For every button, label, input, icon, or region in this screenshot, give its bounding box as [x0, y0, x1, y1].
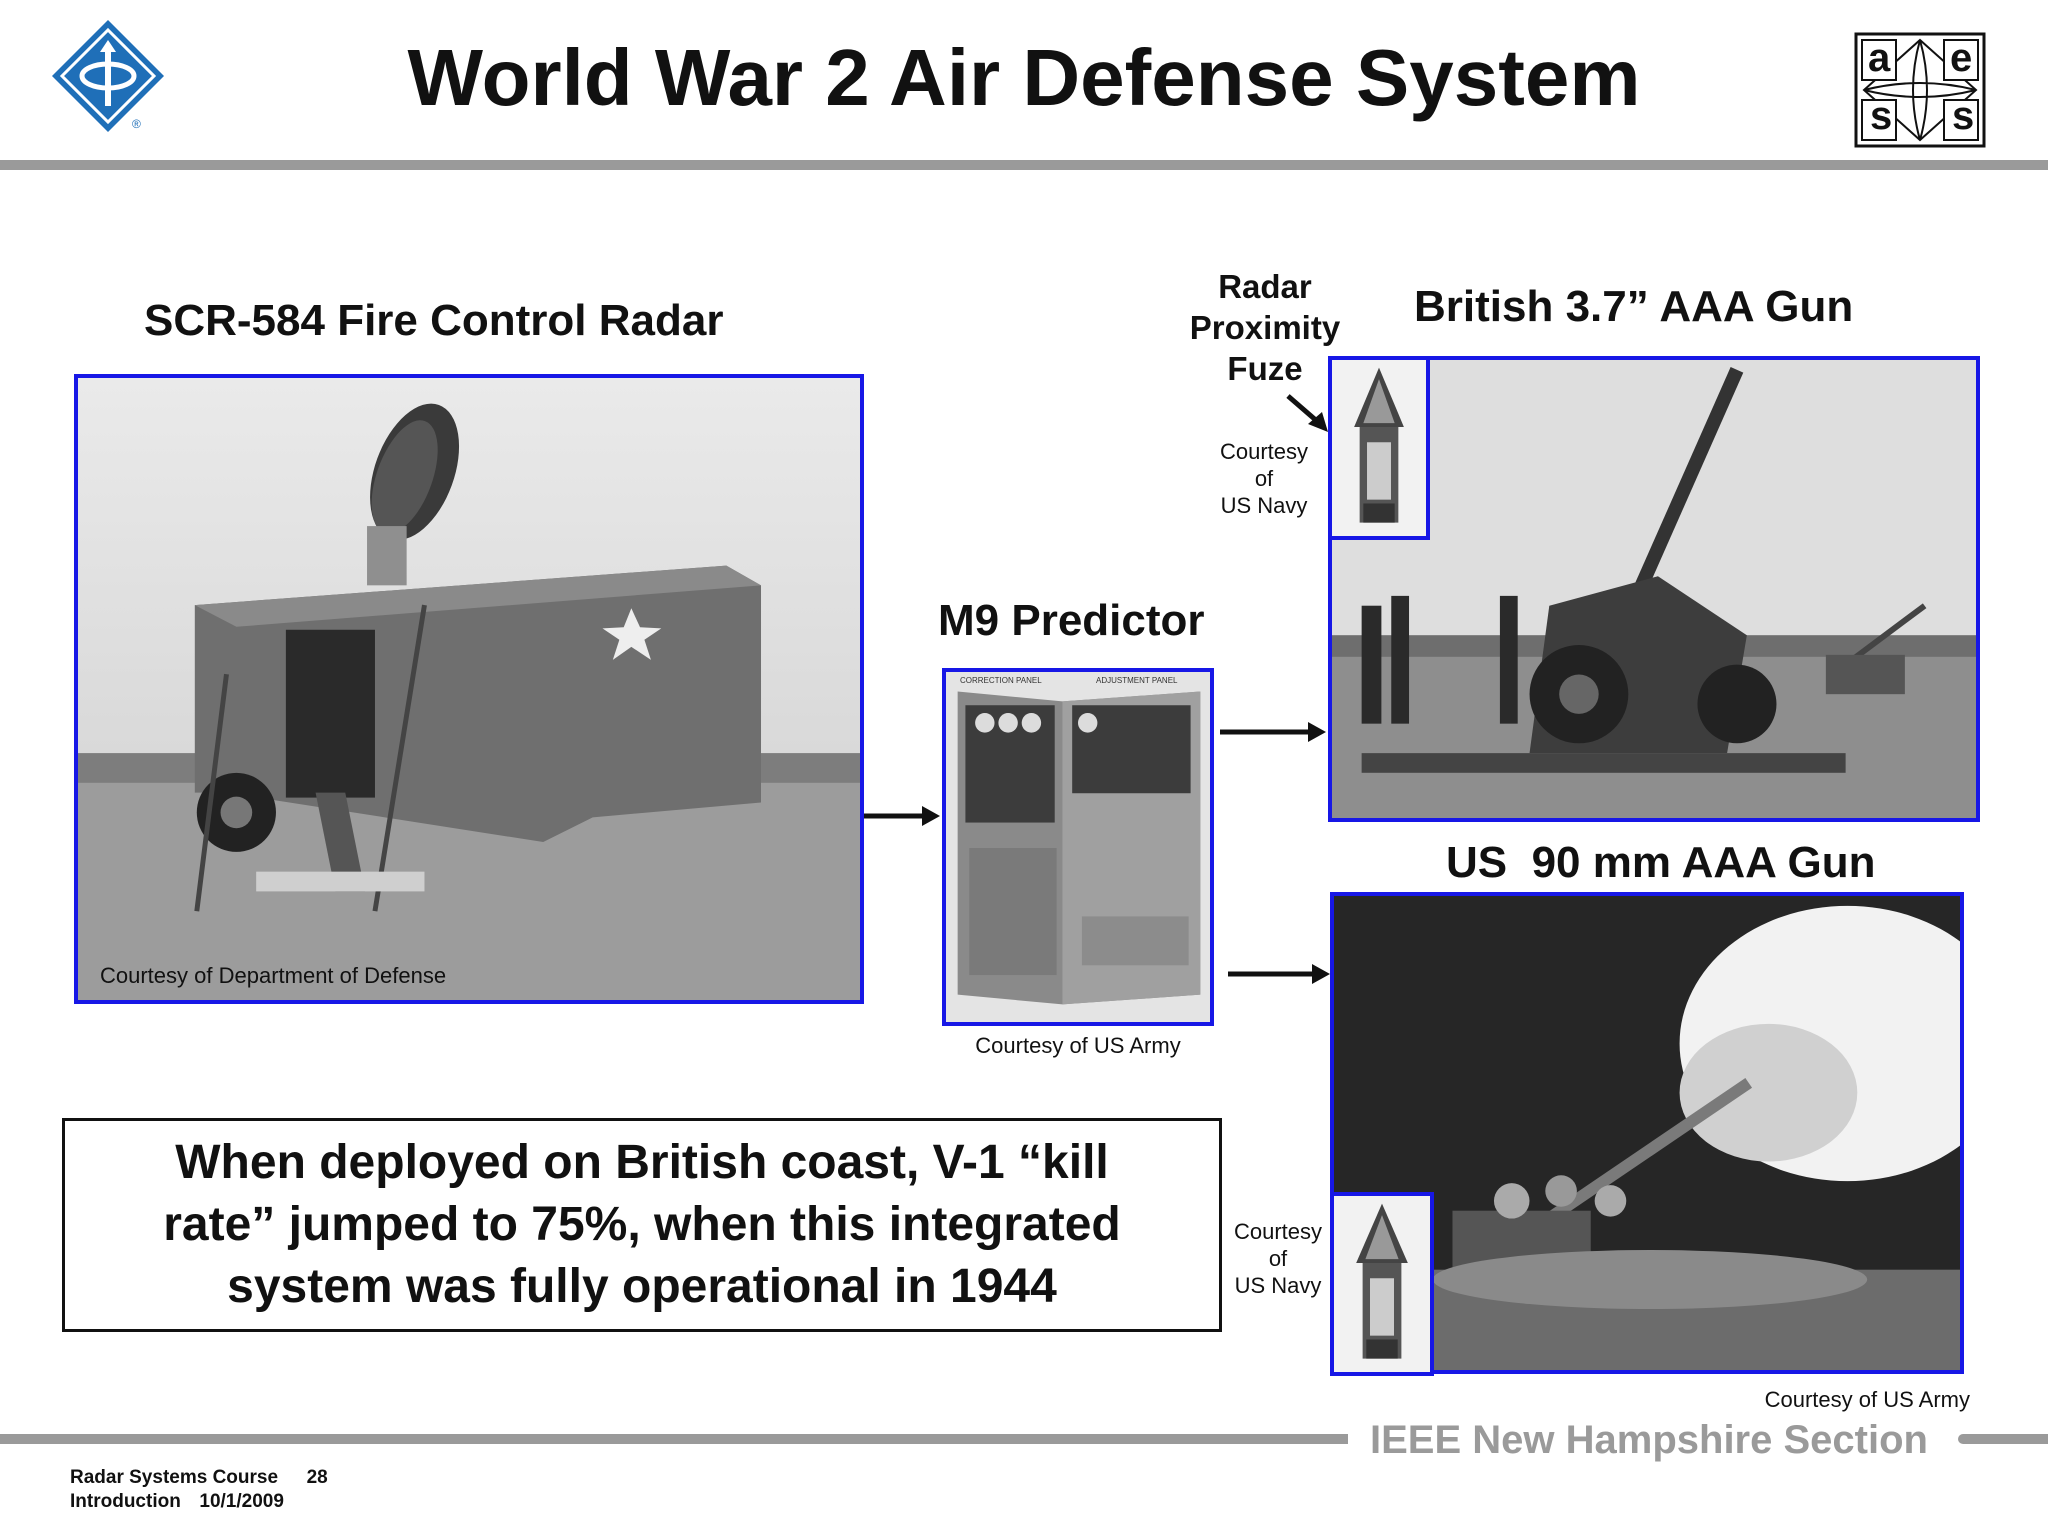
footer-rule-left — [0, 1434, 1348, 1444]
predictor-photo: CORRECTION PANEL ADJUSTMENT PANEL — [942, 668, 1214, 1026]
footer-course-info: Radar Systems Course 28 Introduction 10/… — [70, 1466, 328, 1514]
ieee-logo: ® — [48, 16, 168, 136]
predictor-to-us-gun-arrow — [1228, 964, 1330, 984]
callout-line-3: system was fully operational in 1944 — [227, 1260, 1057, 1313]
slide-title: World War 2 Air Defense System — [407, 33, 1641, 122]
fuze-credit-line-2: of — [1254, 466, 1274, 491]
footer-lecture: Introduction — [70, 1491, 181, 1512]
predictor-adjustment-tag: ADJUSTMENT PANEL — [1096, 676, 1178, 685]
radar-credit: Courtesy of Department of Defense — [100, 963, 447, 988]
us-gun-photo — [1330, 892, 1964, 1374]
us-gun-fuze-credit-line-2: of — [1268, 1246, 1288, 1271]
callout-line-1: When deployed on British coast, V-1 “kil… — [175, 1136, 1109, 1189]
aess-letter-s2: s — [1952, 94, 1975, 138]
british-gun-photo — [1328, 356, 1980, 822]
fuze-label: Radar Proximity Fuze — [1172, 266, 1358, 389]
us-gun-fuze-credit: Courtesy of US Navy — [1218, 1218, 1338, 1299]
radar-label: SCR-584 Fire Control Radar — [144, 296, 724, 345]
fuze-label-line-3: Fuze — [1227, 350, 1303, 387]
radar-photo — [74, 374, 864, 1004]
british-gun-label: British 3.7” AAA Gun — [1414, 282, 1854, 331]
footer-date: 10/1/2009 — [199, 1491, 284, 1512]
predictor-to-british-gun-arrow — [1220, 722, 1326, 742]
svg-text:®: ® — [132, 117, 141, 131]
aess-letter-e: e — [1950, 36, 1973, 80]
us-gun-fuze-credit-line-3: US Navy — [1234, 1273, 1322, 1298]
predictor-correction-tag: CORRECTION PANEL — [960, 676, 1042, 685]
aess-letter-a: a — [1868, 36, 1891, 80]
predictor-credit: Courtesy of US Army — [975, 1033, 1181, 1058]
us-gun-credit: Courtesy of US Army — [1764, 1387, 1970, 1412]
fuze-label-line-1: Radar — [1218, 268, 1312, 305]
aess-logo: a e s s — [1854, 32, 1986, 148]
fuze-credit-line-1: Courtesy — [1219, 439, 1309, 464]
us-gun-fuze-credit-line-1: Courtesy — [1233, 1219, 1323, 1244]
fuze-label-line-2: Proximity — [1189, 309, 1341, 346]
predictor-label: M9 Predictor — [938, 596, 1205, 645]
radar-to-predictor-arrow — [864, 806, 940, 826]
fuze-credit-line-3: US Navy — [1220, 493, 1308, 518]
aess-letter-s1: s — [1870, 94, 1893, 138]
kill-rate-callout: When deployed on British coast, V-1 “kil… — [62, 1118, 1222, 1332]
footer-course: Radar Systems Course — [70, 1467, 279, 1488]
fuze-pointer-arrow — [1286, 394, 1328, 432]
callout-line-2: rate” jumped to 75%, when this integrate… — [163, 1198, 1121, 1251]
fuze-photo-top — [1328, 356, 1430, 540]
fuze-photo-bottom — [1330, 1192, 1434, 1376]
footer-rule-right — [1958, 1434, 2048, 1444]
fuze-credit: Courtesy of US Navy — [1196, 438, 1332, 519]
us-gun-label: US 90 mm AAA Gun — [1446, 838, 1876, 887]
footer-page-number: 28 — [306, 1467, 328, 1488]
header-rule — [0, 160, 2048, 170]
section-name: IEEE New Hampshire Section — [1370, 1418, 1928, 1462]
